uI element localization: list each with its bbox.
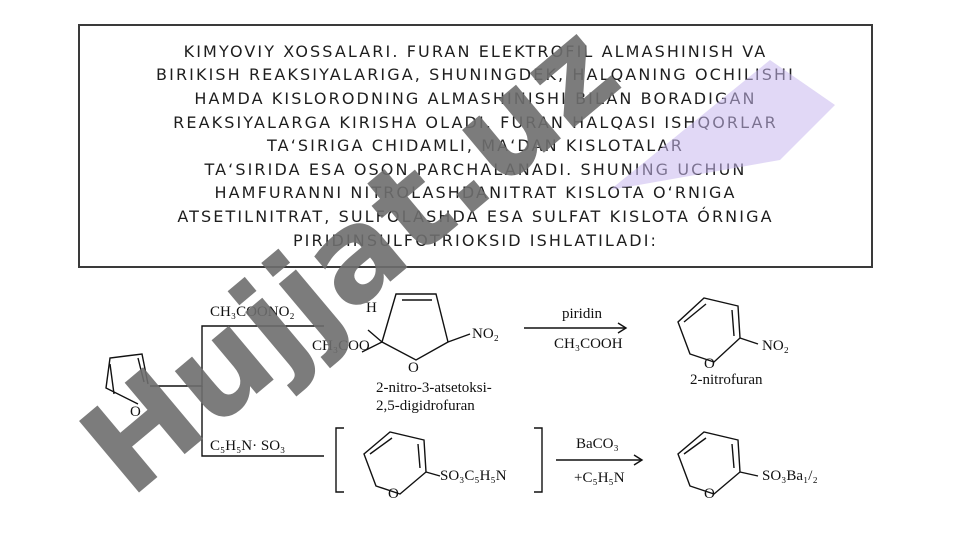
scheme-background	[86, 268, 876, 530]
product1-oxygen: O	[704, 356, 715, 372]
intermediate-name-line1: 2-nitro-3-atsetoksi-	[376, 380, 492, 396]
furan-structure	[105, 353, 149, 405]
intermediate-h: H	[366, 300, 377, 316]
byproduct-pyridine: +C₅H₅N	[574, 470, 625, 486]
arrow-1-head	[617, 322, 628, 334]
product1-structure	[677, 297, 759, 363]
reagent-baco3: BaCO₃	[576, 436, 619, 452]
product2-group: SO₃Ba₁/₂	[762, 468, 818, 484]
reagent-sulfonation: C₅H₅N· SO₃	[210, 438, 285, 454]
product2-structure	[677, 431, 759, 495]
bracket-left	[335, 427, 344, 493]
reagent-acetic-acid: CH₃COOH	[554, 336, 623, 352]
product1-name: 2-nitrofuran	[690, 372, 763, 388]
reagent-nitration: CH₃COONO₂	[210, 304, 295, 320]
intermediate-oxygen: O	[408, 360, 419, 376]
description-box: KIMYOVIY XOSSALARI. FURAN ELEKTROFIL ALM…	[78, 24, 873, 268]
description-text: KIMYOVIY XOSSALARI. FURAN ELEKTROFIL ALM…	[156, 41, 795, 250]
salt-structure	[363, 431, 441, 495]
product2-oxygen: O	[704, 486, 715, 502]
salt-oxygen: O	[388, 486, 399, 502]
furan-oxygen: O	[130, 404, 141, 420]
reaction-scheme: CH₃COONO₂ H CH₃COO O NO₂ 2-nitro-3-atset…	[86, 268, 876, 530]
branch-lower	[201, 386, 324, 457]
reagent-piridin: piridin	[562, 306, 602, 322]
branch-upper	[150, 325, 324, 387]
intermediate-no2: NO₂	[472, 326, 499, 342]
intermediate-name-line2: 2,5-digidrofuran	[376, 398, 475, 414]
intermediate-structure	[361, 293, 471, 361]
bracket-right	[534, 427, 543, 493]
product1-no2: NO₂	[762, 338, 789, 354]
intermediate-acetoxy: CH₃COO	[312, 338, 370, 354]
arrow-2-head	[633, 454, 644, 466]
salt-group: SO₃C₅H₅N	[440, 468, 507, 484]
